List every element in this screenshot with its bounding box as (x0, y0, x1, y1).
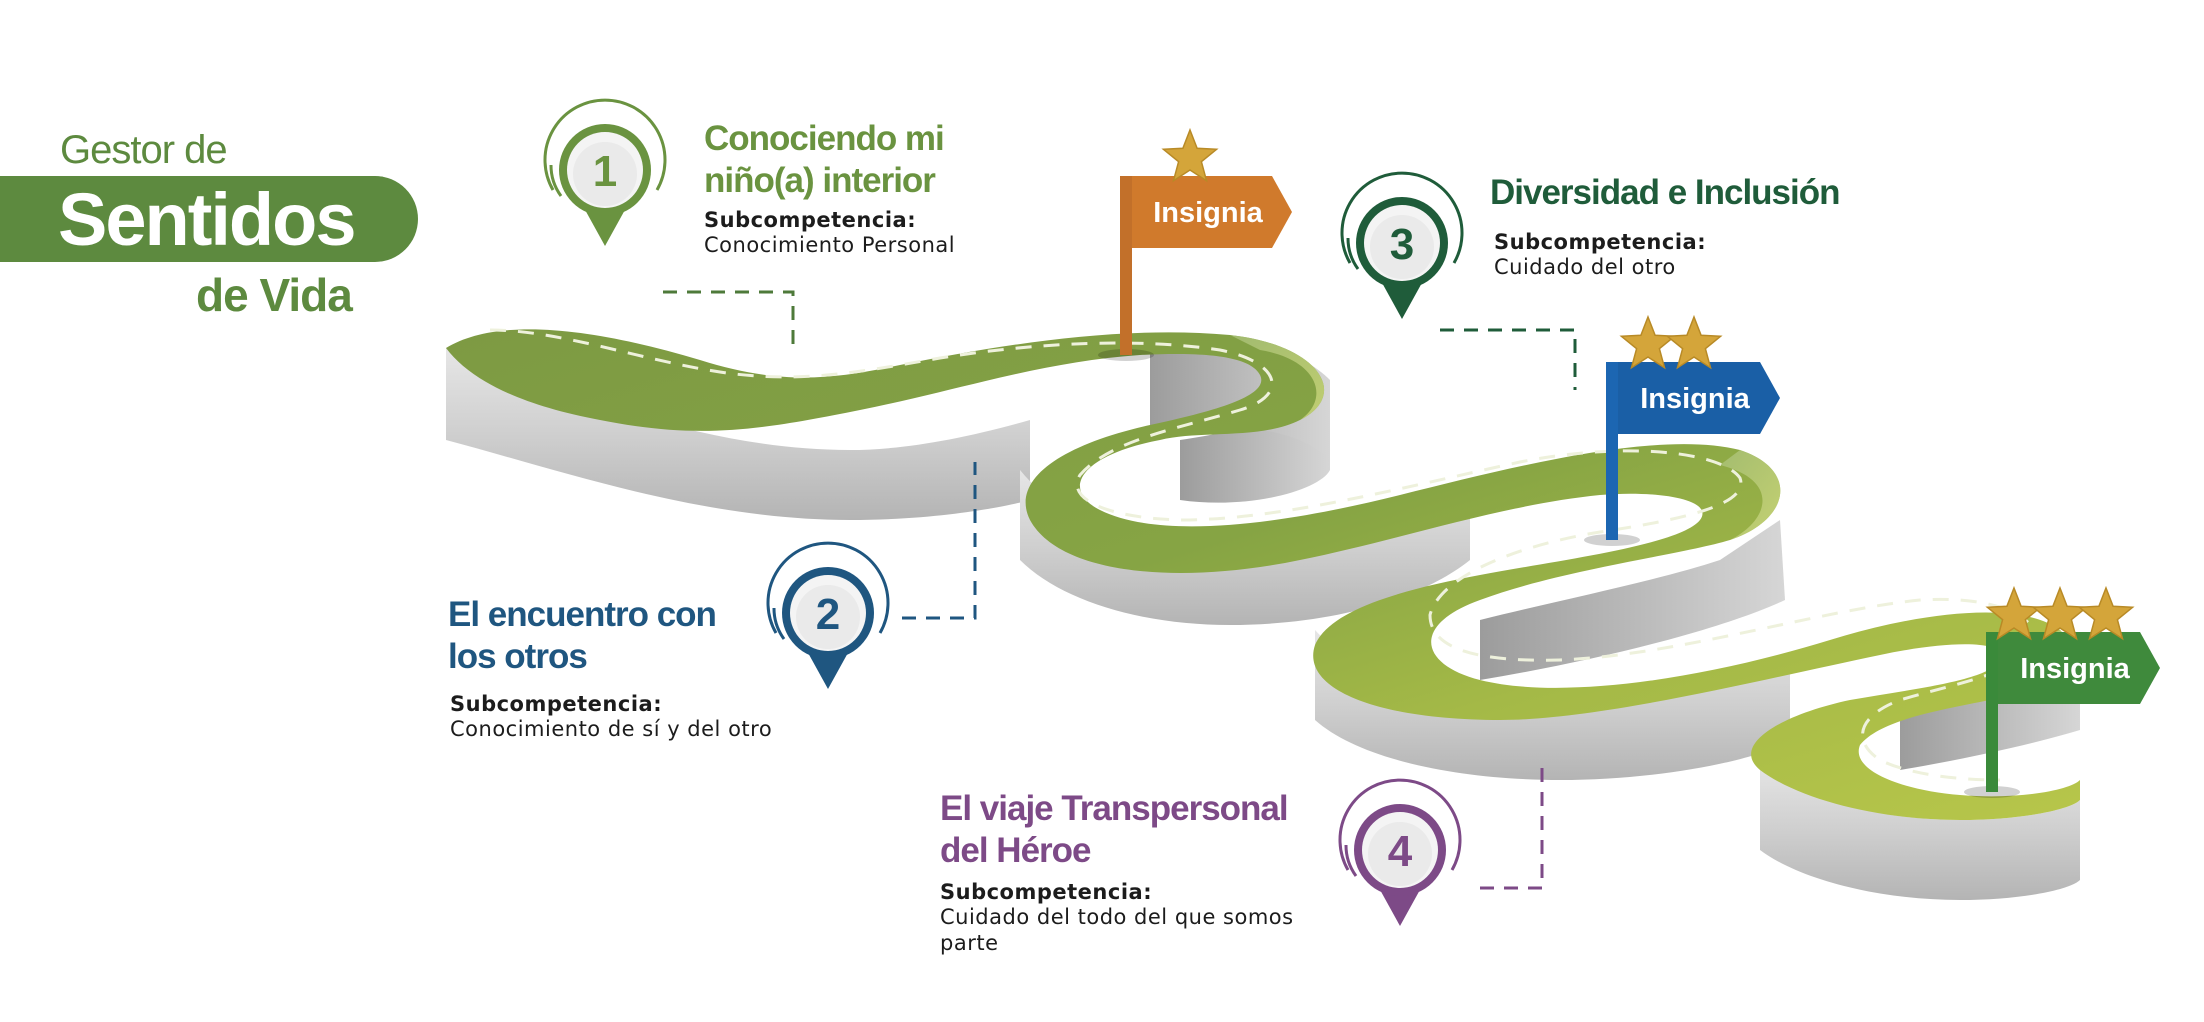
flag-pole (1606, 362, 1618, 540)
step-2-title: El encuentro con los otros (448, 594, 717, 678)
step-1-number: 1 (593, 147, 617, 196)
badge-label: Insignia (1640, 383, 1750, 415)
pin-shade (573, 142, 637, 206)
pin-inner-arc (772, 607, 786, 640)
step-3-sub-text: Cuidado del otro (1494, 255, 1676, 279)
pin-outer-arc (1340, 171, 1464, 264)
star-icon (1665, 314, 1723, 370)
step-1-sub-text: Conocimiento Personal (704, 233, 956, 257)
map-pin-icon: 2 (766, 541, 890, 689)
flag-pole (1986, 632, 1998, 792)
step-4-sub-text: Cuidado del todo del que somos parte (940, 904, 1294, 956)
pin-shade (796, 585, 860, 649)
map-pin-icon: 3 (1340, 171, 1464, 319)
badge-flag-1: Insignia (1098, 127, 1292, 361)
step-4-title-line1: El viaje Transpersonal (940, 789, 1289, 828)
step-3-number: 3 (1390, 220, 1414, 269)
step-2-title-line2: los otros (448, 637, 588, 676)
step-2-sub-label: Subcompetencia: (450, 692, 663, 716)
connector-4 (1480, 765, 1544, 890)
step-pins: 1 2 3 4 (543, 98, 1464, 926)
step-1-title: Conociendo mi niño(a) interior (704, 118, 945, 202)
step-3-title-line1: Diversidad e Inclusión (1490, 173, 1840, 212)
connector-lines (663, 290, 1577, 890)
badge-label: Insignia (2020, 653, 2130, 685)
step-3-title: Diversidad e Inclusión (1490, 172, 1840, 214)
pin-inner-arc (1344, 844, 1358, 877)
step-4-title-line2: del Héroe (940, 831, 1091, 870)
flag-banner (1998, 632, 2160, 704)
step-1-title-line2: niño(a) interior (704, 161, 936, 200)
brand-title-line3: de Vida (196, 269, 353, 321)
connector-3 (1440, 328, 1577, 390)
flag-banner (1618, 362, 1780, 434)
star-icon (1619, 314, 1677, 370)
connector-1 (663, 290, 795, 350)
step-2-title-line1: El encuentro con (448, 595, 717, 634)
pin-inner-arc (549, 164, 563, 197)
step-4-sub-label: Subcompetencia: (940, 880, 1153, 904)
star-icon (2077, 585, 2135, 641)
step-4-number: 4 (1388, 827, 1413, 876)
pin-outer-arc (1338, 778, 1462, 871)
pin-outer-arc (766, 541, 890, 634)
flag-banner (1132, 176, 1292, 248)
map-pin-icon: 4 (1338, 778, 1462, 926)
badge-flag-2: Insignia (1584, 314, 1780, 546)
star-icon (1161, 127, 1219, 183)
flag-pole (1120, 176, 1132, 355)
pin-outer-arc (543, 98, 667, 191)
brand-pill-background (0, 176, 418, 262)
brand-title-main: Sentidos (58, 178, 356, 261)
connector-2 (902, 462, 977, 620)
step-4-sub-text-line1: Cuidado del todo del que somos (940, 905, 1294, 929)
pin-shade (1370, 215, 1434, 279)
step-4-title: El viaje Transpersonal del Héroe (940, 788, 1289, 872)
step-3-sub-label: Subcompetencia: (1494, 230, 1707, 254)
step-1-sub-label: Subcompetencia: (704, 208, 917, 232)
step-2-sub-text: Conocimiento de sí y del otro (450, 717, 773, 741)
step-1-title-line1: Conociendo mi (704, 119, 945, 158)
badge-label: Insignia (1153, 197, 1263, 229)
brand-title-line1: Gestor de (60, 128, 228, 172)
step-2-number: 2 (816, 590, 840, 639)
map-pin-icon: 1 (543, 98, 667, 246)
pin-shade (1368, 822, 1432, 886)
badge-flag-3: Insignia (1964, 585, 2160, 798)
pin-inner-arc (1346, 237, 1360, 270)
step-4-sub-text-line2: parte (940, 931, 999, 955)
